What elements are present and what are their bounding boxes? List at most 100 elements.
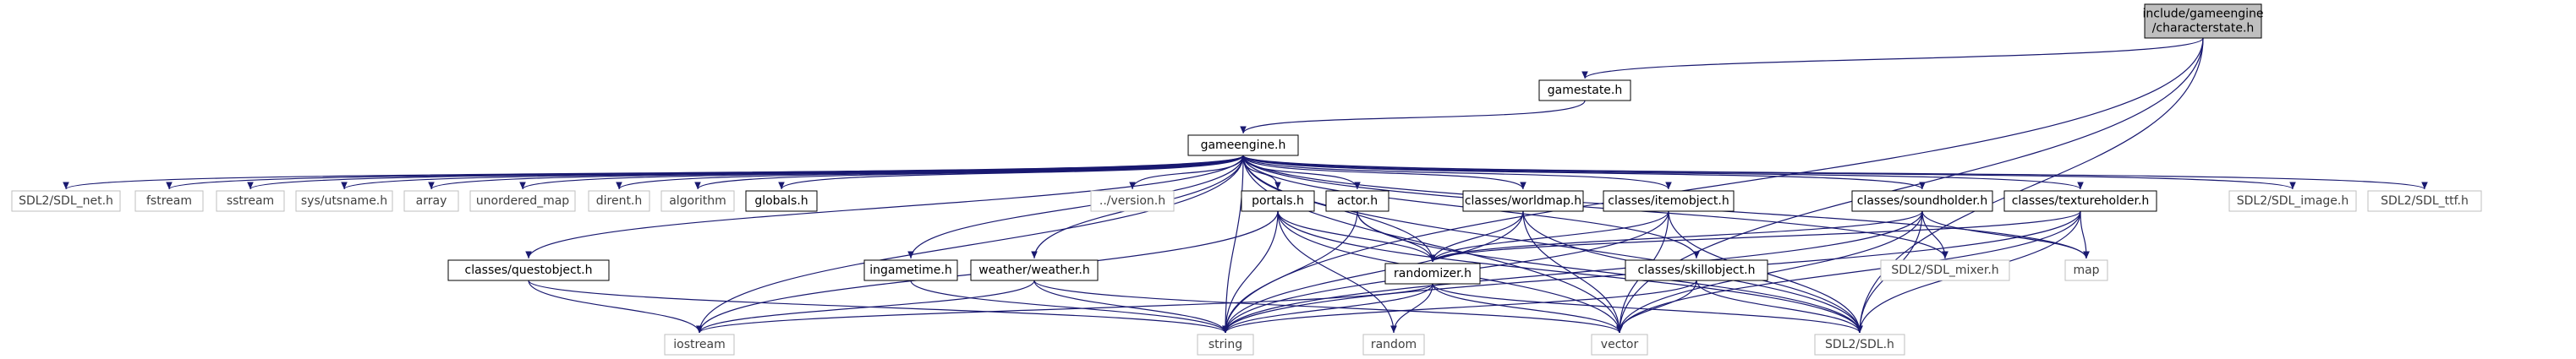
edge-skillobject-to-sdl — [1696, 280, 1863, 334]
edge-portals-to-string — [1222, 210, 1279, 334]
node-vector-label: vector — [1601, 338, 1639, 351]
node-fstream-box — [134, 190, 204, 212]
node-itemobject-box — [1603, 190, 1735, 212]
node-version-box — [1090, 190, 1175, 212]
edge-ingametime-to-string — [910, 280, 1229, 334]
node-sdl_image-label: SDL2/SDL_image.h — [2237, 194, 2349, 208]
node-gameengine[interactable]: gameengine.h — [1187, 134, 1299, 156]
edges-layer — [63, 37, 2428, 334]
node-sdl_image: SDL2/SDL_image.h — [2228, 190, 2357, 212]
node-algorithm-label: algorithm — [669, 194, 726, 208]
node-sdl_ttf-label: SDL2/SDL_ttf.h — [2381, 194, 2469, 208]
node-array: array — [403, 190, 459, 212]
edge-skillobject-to-vector — [1616, 280, 1697, 334]
node-sdl_net-label: SDL2/SDL_net.h — [19, 194, 113, 208]
node-ingametime-box — [863, 259, 958, 281]
node-itemobject-label: classes/itemobject.h — [1608, 194, 1729, 208]
node-portals[interactable]: portals.h — [1241, 190, 1315, 212]
node-characterstate-label: include/gameengine — [2143, 8, 2264, 21]
node-sstream-box — [216, 190, 285, 212]
node-gamestate[interactable]: gamestate.h — [1538, 79, 1631, 101]
node-string-label: string — [1209, 338, 1242, 351]
node-sdl_net-box — [11, 190, 121, 212]
node-sdl_mixer: SDL2/SDL_mixer.h — [1880, 259, 2010, 281]
node-textureholder-box — [2003, 190, 2157, 212]
node-random-label: random — [1371, 338, 1417, 351]
edge-gamestate-to-gameengine — [1240, 100, 1586, 134]
edge-soundholder-to-randomizer — [1429, 210, 1923, 263]
node-sdl_mixer-box — [1880, 259, 2010, 281]
node-unordered_map: unordered_map — [469, 190, 576, 212]
node-string: string — [1197, 334, 1254, 356]
node-worldmap[interactable]: classes/worldmap.h — [1462, 190, 1584, 212]
edge-soundholder-to-map — [1921, 210, 2090, 259]
node-array-box — [403, 190, 459, 212]
node-globals-box — [745, 190, 818, 212]
edge-actor-to-sdl — [1357, 210, 1863, 334]
node-sdl_ttf: SDL2/SDL_ttf.h — [2367, 190, 2482, 212]
edge-weather-to-vector — [1033, 280, 1623, 334]
node-skillobject-box — [1625, 259, 1768, 281]
node-random: random — [1362, 334, 1425, 356]
node-fstream-label: fstream — [146, 194, 192, 208]
edge-gameengine-to-vector — [1242, 155, 1623, 334]
node-skillobject[interactable]: classes/skillobject.h — [1625, 259, 1768, 281]
edge-gameengine-to-globals — [778, 155, 1244, 190]
node-gamestate-box — [1538, 79, 1631, 101]
node-textureholder[interactable]: classes/textureholder.h — [2003, 190, 2157, 212]
node-iostream-box — [664, 334, 735, 356]
edge-soundholder-to-string — [1222, 210, 1923, 334]
node-weather-box — [970, 259, 1099, 281]
node-sstream-label: sstream — [227, 194, 274, 208]
edge-itemobject-to-randomizer — [1429, 210, 1669, 263]
edge-gameengine-to-sdl_net — [63, 155, 1244, 190]
node-algorithm: algorithm — [660, 190, 735, 212]
edge-gameengine-to-questobject — [525, 155, 1244, 259]
edge-worldmap-to-randomizer — [1429, 210, 1524, 263]
node-sdl_ttf-box — [2367, 190, 2482, 212]
edge-gameengine-to-unordered_map — [519, 155, 1244, 190]
edge-soundholder-to-vector — [1616, 210, 1923, 334]
node-characterstate[interactable]: include/gameengine/characterstate.h — [2143, 3, 2264, 39]
node-skillobject-label: classes/skillobject.h — [1638, 264, 1756, 277]
edge-gameengine-to-worldmap — [1242, 155, 1526, 190]
node-globals[interactable]: globals.h — [745, 190, 818, 212]
node-algorithm-box — [660, 190, 735, 212]
node-sdl_net: SDL2/SDL_net.h — [11, 190, 121, 212]
node-characterstate-label: /characterstate.h — [2152, 22, 2255, 35]
node-gameengine-label: gameengine.h — [1201, 139, 1286, 152]
edge-textureholder-to-vector — [1616, 210, 2081, 334]
edge-gameengine-to-sdl_ttf — [1242, 155, 2428, 190]
edge-gameengine-to-iostream — [696, 155, 1244, 334]
node-sstream: sstream — [216, 190, 285, 212]
node-soundholder[interactable]: classes/soundholder.h — [1851, 190, 1993, 212]
node-weather[interactable]: weather/weather.h — [970, 259, 1099, 281]
node-itemobject[interactable]: classes/itemobject.h — [1603, 190, 1735, 212]
node-gameengine-box — [1187, 134, 1299, 156]
node-ingametime[interactable]: ingametime.h — [863, 259, 958, 281]
node-unordered_map-label: unordered_map — [476, 194, 569, 208]
node-textureholder-label: classes/textureholder.h — [2012, 194, 2150, 208]
node-portals-box — [1241, 190, 1315, 212]
node-random-box — [1362, 334, 1425, 356]
edge-randomizer-to-random — [1390, 283, 1433, 334]
node-worldmap-box — [1462, 190, 1584, 212]
node-unordered_map-box — [469, 190, 576, 212]
node-randomizer[interactable]: randomizer.h — [1384, 263, 1481, 285]
node-questobject[interactable]: classes/questobject.h — [447, 259, 610, 281]
edge-textureholder-to-randomizer — [1429, 210, 2081, 263]
node-soundholder-box — [1851, 190, 1993, 212]
node-ingametime-label: ingametime.h — [869, 264, 951, 277]
node-actor[interactable]: actor.h — [1325, 190, 1389, 212]
node-utsname-box — [295, 190, 393, 212]
node-map-box — [2064, 259, 2108, 281]
node-actor-box — [1325, 190, 1389, 212]
edge-actor-to-string — [1222, 210, 1358, 334]
node-utsname: sys/utsname.h — [295, 190, 393, 212]
edge-gameengine-to-itemobject — [1242, 155, 1672, 190]
node-gamestate-label: gamestate.h — [1548, 84, 1623, 97]
node-iostream: iostream — [664, 334, 735, 356]
node-map-label: map — [2073, 264, 2099, 277]
edge-gameengine-to-dirent — [616, 155, 1244, 190]
